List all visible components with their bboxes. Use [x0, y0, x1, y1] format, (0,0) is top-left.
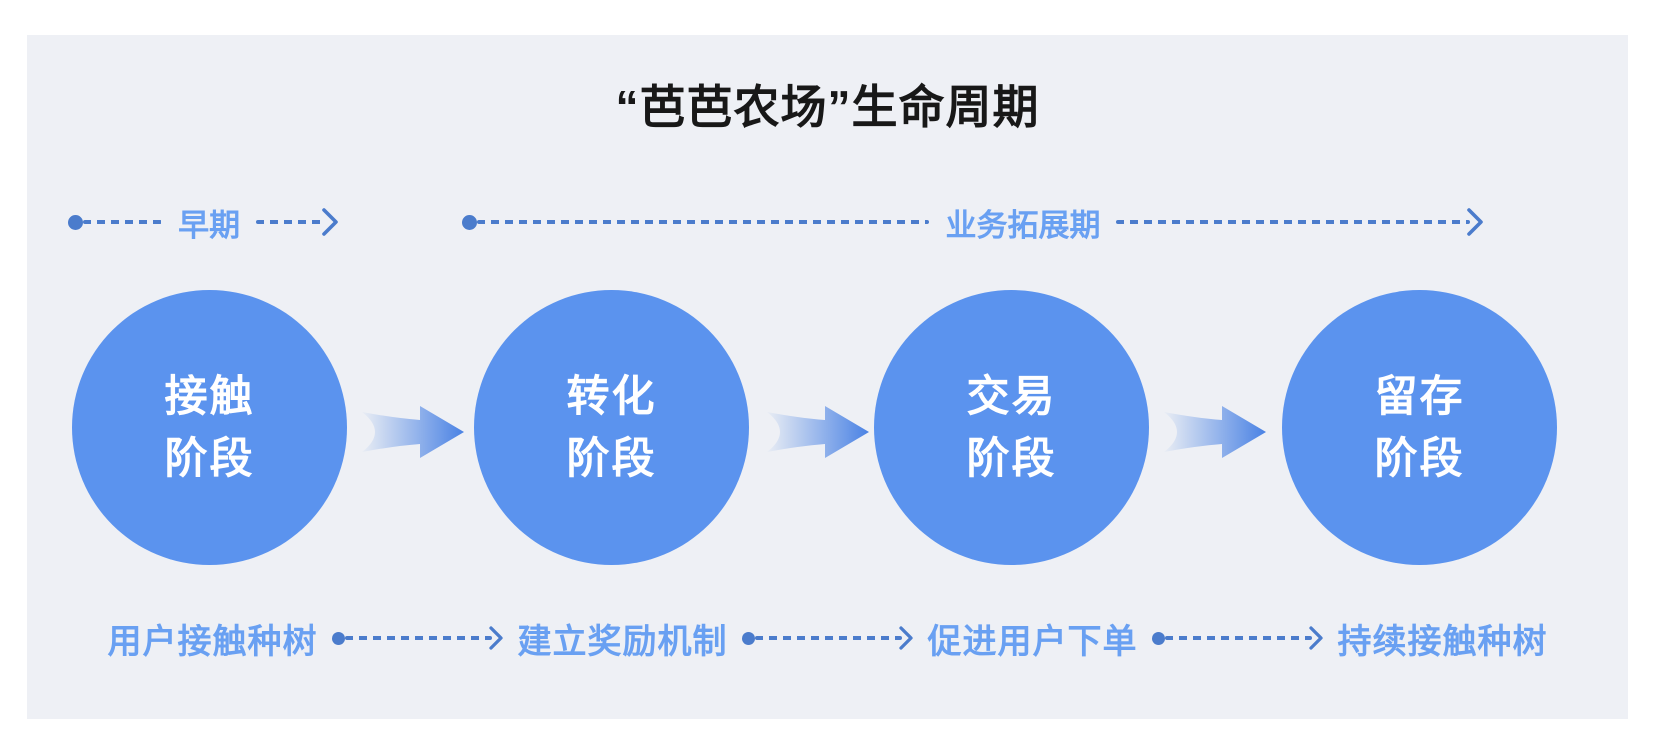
arrow-chevron-icon: [1467, 208, 1483, 236]
stage-circle-contact: 接触 阶段: [72, 290, 347, 565]
stage-name: 留存: [1374, 372, 1465, 421]
flow-arrow-icon: [1164, 406, 1266, 458]
flow-arrow-icon: [362, 406, 464, 458]
dashed-line: [477, 220, 930, 224]
arrow-chevron-icon: [322, 208, 338, 236]
dashed-line: [1116, 220, 1470, 224]
stage-circle-transaction: 交易 阶段: [874, 290, 1149, 565]
stage-suffix: 阶段: [1374, 434, 1465, 483]
stage-suffix: 阶段: [164, 434, 255, 483]
action-label-contact-trees: 用户接触种树: [107, 622, 318, 661]
timeline-early-label: 早期: [178, 207, 241, 243]
timeline-expansion-phase: 业务拓展期: [462, 205, 1485, 243]
action-label-continuous-contact: 持续接触种树: [1337, 622, 1548, 661]
flow-arrow-icon: [767, 406, 869, 458]
stage-name: 交易: [966, 372, 1057, 421]
timeline-expansion-label: 业务拓展期: [945, 207, 1101, 243]
timeline-early-phase: 早期: [68, 205, 340, 243]
dashed-line: [83, 220, 163, 224]
timeline-dot-icon: [741, 631, 755, 645]
lifecycle-card: “芭芭农场”生命周期 早期 业务拓展期 接触 阶段 转化: [27, 35, 1628, 719]
stage-circle-retention: 留存 阶段: [1282, 290, 1557, 565]
dashed-line: [754, 636, 902, 640]
page-title: “芭芭农场”生命周期: [615, 81, 1040, 133]
arrow-chevron-icon: [488, 626, 503, 650]
dashed-line: [1164, 636, 1312, 640]
dashed-line: [256, 220, 325, 224]
stage-circle-conversion: 转化 阶段: [474, 290, 749, 565]
stage-suffix: 阶段: [966, 434, 1057, 483]
bottom-action-flow: 用户接触种树 建立奖励机制 促进用户下单: [27, 617, 1628, 661]
timeline-dot-icon: [462, 214, 477, 230]
action-label-reward-mechanism: 建立奖励机制: [517, 622, 728, 661]
timeline-dot-icon: [1151, 631, 1165, 645]
arrow-chevron-icon: [1308, 626, 1323, 650]
timeline-dot-icon: [68, 214, 83, 230]
action-connector: [331, 625, 504, 651]
action-connector: [741, 625, 914, 651]
action-label-promote-orders: 促进用户下单: [927, 622, 1138, 661]
stage-name: 接触: [164, 372, 255, 421]
arrow-chevron-icon: [898, 626, 913, 650]
timeline-dot-icon: [331, 631, 345, 645]
stage-name: 转化: [566, 372, 657, 421]
action-connector: [1151, 625, 1324, 651]
dashed-line: [344, 636, 492, 640]
stage-suffix: 阶段: [566, 434, 657, 483]
